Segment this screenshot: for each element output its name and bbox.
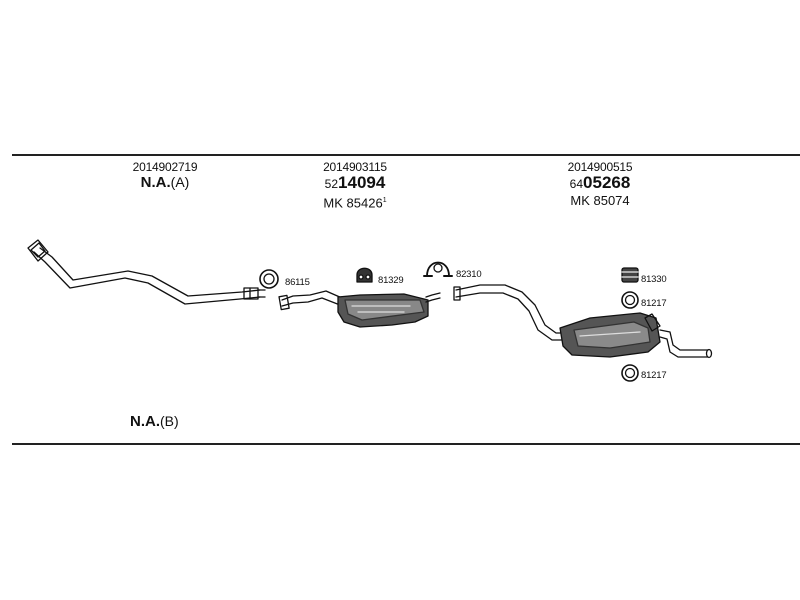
na-prefix: N.A. bbox=[130, 413, 160, 430]
part-number: 2014900515 bbox=[567, 160, 633, 174]
fitting-label-81217-upper: 81217 bbox=[641, 298, 667, 309]
rear-muffler-drawing bbox=[453, 284, 713, 359]
middle-muffler-drawing bbox=[278, 290, 441, 328]
part-group-front-pipe: 2014902719 N.A.(A) bbox=[110, 160, 220, 191]
reference-number: 6405268 bbox=[545, 174, 655, 193]
bottom-divider bbox=[12, 443, 800, 445]
mk-label: MK bbox=[570, 193, 590, 208]
bottom-note: N.A.(B) bbox=[130, 413, 200, 430]
bracket-81329-icon bbox=[356, 267, 373, 283]
fitting-label-82310: 82310 bbox=[456, 269, 482, 280]
rubber-mount-81330-icon bbox=[621, 267, 639, 283]
ring-81217-upper-icon bbox=[621, 291, 639, 309]
part-number: 2014903115 bbox=[323, 160, 387, 174]
not-available-note: N.A.(A) bbox=[110, 174, 220, 191]
mk-superscript: 1 bbox=[382, 197, 387, 204]
na-suffix: (A) bbox=[170, 174, 190, 190]
part-number: 2014902719 bbox=[132, 160, 198, 174]
reference-number: 5214094 bbox=[300, 174, 410, 193]
ref-bold: 05268 bbox=[583, 173, 631, 192]
ring-86115-icon bbox=[259, 269, 279, 289]
mk-number: MK 854261 bbox=[300, 193, 410, 211]
ref-prefix: 64 bbox=[569, 177, 584, 191]
fitting-label-81330: 81330 bbox=[641, 274, 667, 285]
mk-number: MK 85074 bbox=[545, 193, 655, 209]
na-prefix: N.A. bbox=[140, 174, 171, 191]
ring-81217-lower-icon bbox=[621, 364, 639, 382]
na-suffix: (B) bbox=[160, 413, 179, 429]
mk-value: 85074 bbox=[593, 193, 630, 208]
part-group-middle-muffler: 2014903115 5214094 MK 854261 bbox=[300, 160, 410, 211]
ref-prefix: 52 bbox=[324, 177, 339, 191]
clamp-82310-icon bbox=[423, 261, 453, 277]
fitting-label-81217-lower: 81217 bbox=[641, 370, 667, 381]
fitting-label-86115: 86115 bbox=[285, 277, 310, 288]
fitting-label-81329: 81329 bbox=[378, 275, 404, 286]
part-group-rear-muffler: 2014900515 6405268 MK 85074 bbox=[545, 160, 655, 209]
top-divider bbox=[12, 154, 800, 156]
mk-label: MK bbox=[323, 195, 343, 211]
front-pipe-drawing bbox=[27, 239, 266, 305]
ref-bold: 14094 bbox=[338, 173, 386, 192]
mk-value: 85426 bbox=[346, 195, 383, 211]
